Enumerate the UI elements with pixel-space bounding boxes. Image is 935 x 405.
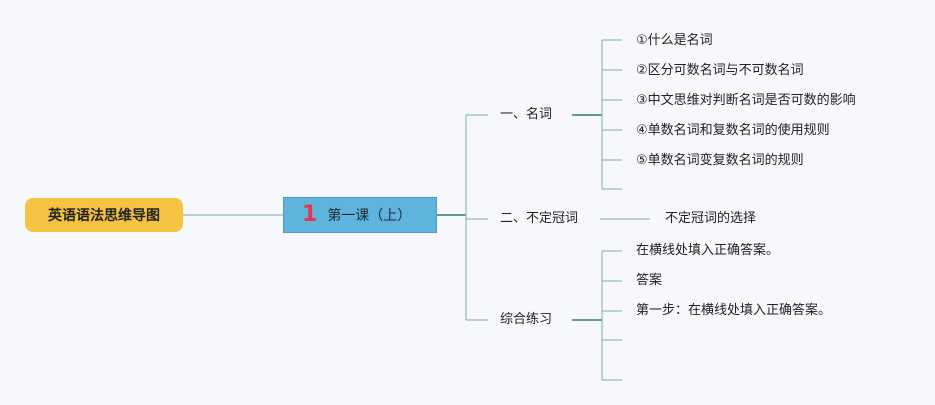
practice-item-3[interactable]: 第一步：在横线处填入正确答案。 (636, 303, 832, 318)
nouns-topic-4[interactable]: ④单数名词和复数名词的使用规则 (636, 123, 830, 138)
lesson-node[interactable]: 1 第一课（上） (283, 197, 437, 233)
practice-item-2[interactable]: 答案 (636, 273, 663, 288)
nouns-topic-5[interactable]: ⑤单数名词变复数名词的规则 (636, 153, 804, 168)
branch-label-practice[interactable]: 综合练习 (500, 312, 553, 327)
lesson-number-badge: 1 (302, 202, 318, 227)
indefinite-article-topic-1[interactable]: 不定冠词的选择 (665, 211, 757, 226)
root-node[interactable]: 英语语法思维导图 (25, 198, 183, 232)
nouns-topic-2[interactable]: ②区分可数名词与不可数名词 (636, 63, 804, 78)
lesson-title: 第一课（上） (327, 208, 412, 224)
nouns-topic-1[interactable]: ①什么是名词 (636, 33, 713, 48)
nouns-topic-3[interactable]: ③中文思维对判断名词是否可数的影响 (636, 93, 856, 108)
branch-label-nouns[interactable]: 一、名词 (500, 107, 553, 122)
practice-item-1[interactable]: 在横线处填入正确答案。 (636, 243, 780, 258)
root-title: 英语语法思维导图 (48, 208, 160, 224)
branch-label-indefinite-article[interactable]: 二、不定冠词 (500, 211, 579, 226)
